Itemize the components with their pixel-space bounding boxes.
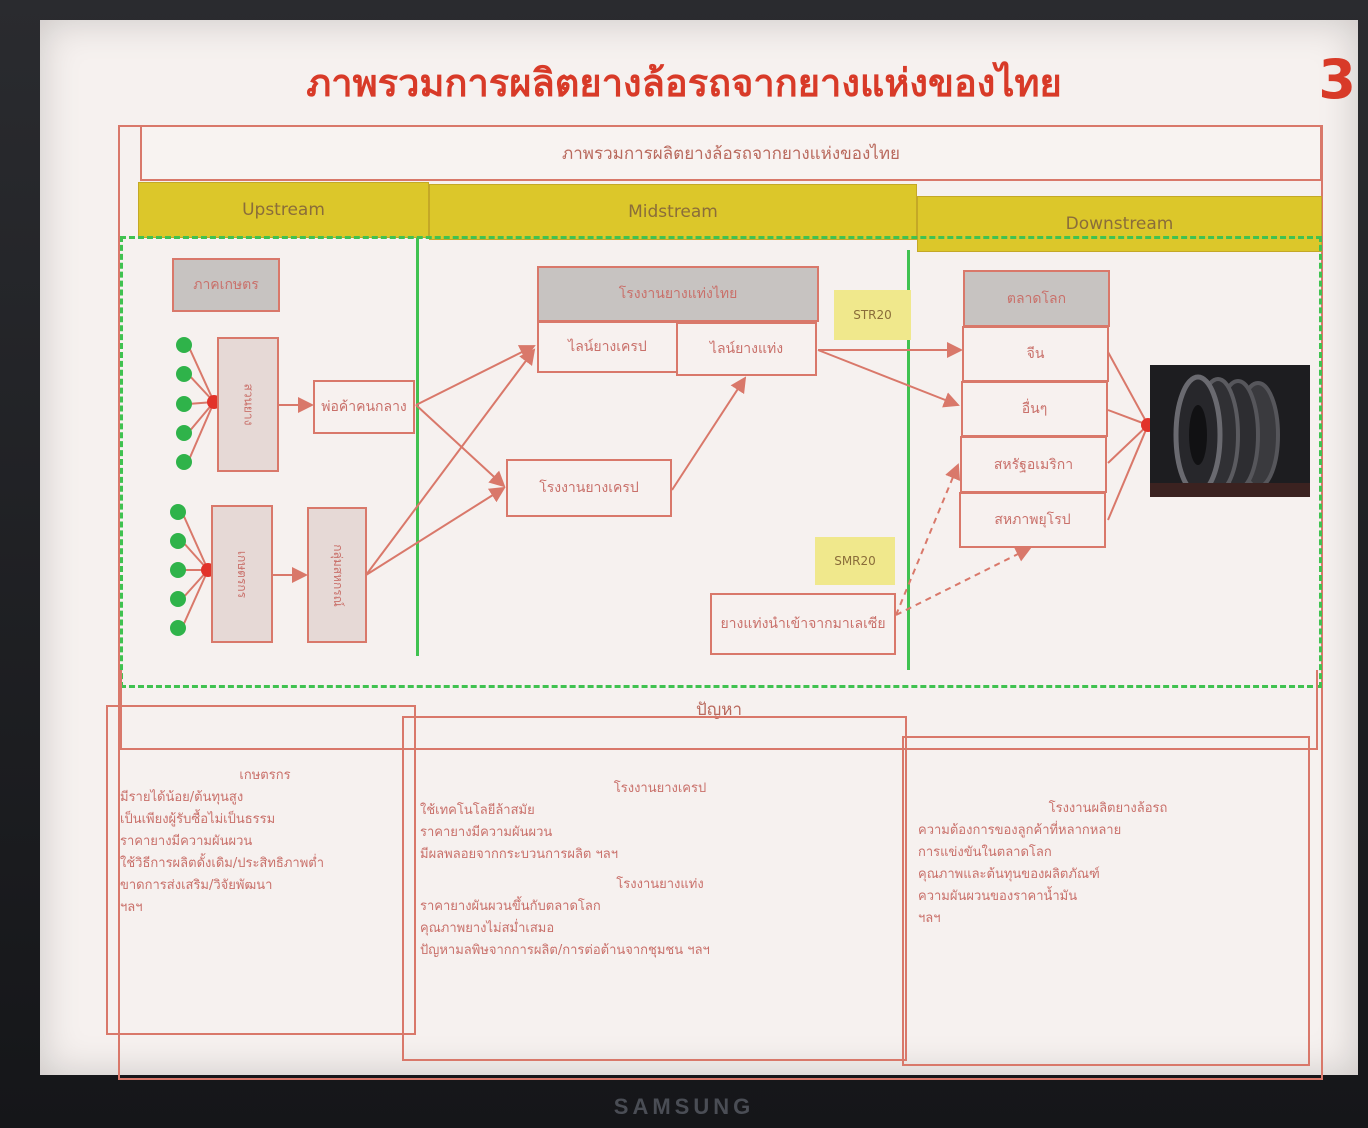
problem-item: ความผันผวนของราคาน้ำมัน (918, 889, 1078, 904)
smr20-badge: SMR20 (815, 537, 895, 585)
middleman-box: พ่อค้าคนกลาง (313, 380, 415, 434)
farmer-dot (176, 396, 192, 412)
farmer-dot (176, 366, 192, 382)
problems-upstream-text: เกษตรกร มีรายได้น้อย/ต้นทุนสูง เป็นเพียง… (120, 765, 410, 919)
column-downstream: Downstream (917, 196, 1322, 252)
problem-item: ราคายางมีความผันผวน (420, 825, 553, 840)
problems-midstream-cell (402, 716, 907, 1061)
market-eu: สหภาพยุโรป (959, 492, 1106, 548)
problem-item: ราคายางผันผวนขึ้นกับตลาดโลก (420, 899, 601, 914)
value-chain-zone (120, 236, 1322, 688)
problems-upstream-title: เกษตรกร (239, 768, 291, 783)
cooperative-box: กลุ่มสหกรณ์ (307, 507, 367, 643)
problem-item: ฯลฯ (918, 911, 941, 926)
monitor-brand: SAMSUNG (613, 1094, 755, 1119)
problems-upstream-cell (106, 705, 416, 1035)
problem-item: การแข่งขันในตลาดโลก (918, 845, 1052, 860)
problems-downstream-cell (902, 736, 1310, 1066)
farmer-dot (170, 620, 186, 636)
problem-item: มีรายได้น้อย/ต้นทุนสูง (120, 790, 244, 805)
block-line-box: ไลน์ยางแท่ง (676, 322, 817, 376)
farmer-dot (170, 591, 186, 607)
crepe-factory-box: โรงงานยางเครป (506, 459, 672, 517)
farmer-dot (170, 562, 186, 578)
problems-header: ปัญหา (120, 670, 1318, 750)
tire-stack-image (1150, 365, 1310, 497)
upstream-farm-label: สวนยาง (241, 383, 256, 426)
str20-badge: STR20 (834, 290, 911, 340)
problems-downstream-title: โรงงานผลิตยางล้อรถ (1048, 801, 1168, 816)
problem-item: ใช้วิธีการผลิตดั้งเดิม/ประสิทธิภาพต่ำ (120, 856, 325, 871)
upstream-sector-box: ภาคเกษตร (172, 258, 280, 312)
problem-item: ราคายางมีความผันผวน (120, 834, 253, 849)
market-usa: สหรัฐอเมริกา (960, 436, 1107, 493)
upstream-farmer-label: เกษตรกร (235, 550, 250, 598)
problem-item: ความต้องการของลูกค้าที่หลากหลาย (918, 823, 1122, 838)
problem-item: คุณภาพยางไม่สม่ำเสมอ (420, 921, 555, 936)
world-market-header: ตลาดโลก (963, 270, 1110, 327)
slide-page-number: 3 (1318, 48, 1356, 111)
block-rubber-factory-header: โรงงานยางแท่งไทย (537, 266, 819, 322)
problem-item: ใช้เทคโนโลยีล้าสมัย (420, 803, 535, 818)
zone-divider-right (907, 250, 910, 670)
column-midstream: Midstream (429, 184, 917, 240)
problems-crepe-title: โรงงานยางเครป (613, 781, 707, 796)
farmer-dot (170, 533, 186, 549)
market-others: อื่นๆ (961, 381, 1108, 437)
farmer-dot (170, 504, 186, 520)
cooperative-label: กลุ่มสหกรณ์ (330, 543, 345, 607)
crepe-line-box: ไลน์ยางเครป (537, 321, 678, 373)
upstream-farmer-box: เกษตรกร (211, 505, 273, 643)
problem-item: มีผลพลอยจากกระบวนการผลิต ฯลฯ (420, 847, 619, 862)
slide-title: ภาพรวมการผลิตยางล้อรถจากยางแห่งของไทย (306, 61, 1062, 105)
farmer-dot (176, 337, 192, 353)
upstream-farm-box: สวนยาง (217, 337, 279, 472)
problems-block-title: โรงงานยางแท่ง (616, 877, 704, 892)
tire-icon (1150, 365, 1310, 497)
problems-downstream-text: โรงงานผลิตยางล้อรถ ความต้องการของลูกค้าท… (918, 798, 1298, 930)
diagram-header: ภาพรวมการผลิตยางล้อรถจากยางแห่งของไทย (140, 125, 1322, 181)
problem-item: เป็นเพียงผู้รับซื้อไม่เป็นธรรม (120, 812, 276, 827)
problem-item: ปัญหามลพิษจากการผลิต/การต่อต้านจากชุมชน … (420, 943, 710, 958)
market-china: จีน (962, 326, 1109, 382)
problem-item: ฯลฯ (120, 900, 143, 915)
import-rubber-box: ยางแท่งนำเข้าจากมาเลเซีย (710, 593, 896, 655)
zone-divider-left (416, 238, 419, 656)
farmer-dot (176, 454, 192, 470)
problem-item: คุณภาพและต้นทุนของผลิตภัณฑ์ (918, 867, 1100, 882)
problem-item: ขาดการส่งเสริม/วิจัยพัฒนา (120, 878, 273, 893)
problems-midstream-text: โรงงานยางเครป ใช้เทคโนโลยีล้าสมัย ราคายา… (420, 778, 900, 962)
farmer-dot (176, 425, 192, 441)
